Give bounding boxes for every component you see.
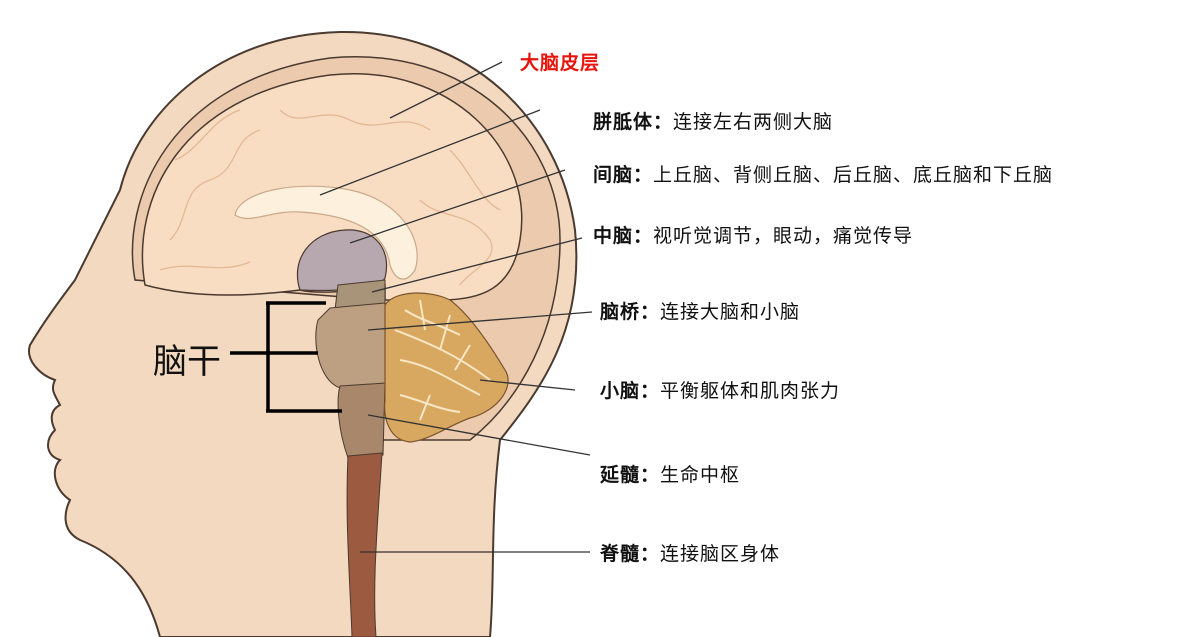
label-name: 脊髓：	[600, 543, 661, 565]
cerebellum-folia	[394, 299, 491, 421]
cerebrum-folds	[159, 109, 501, 286]
label-desc: 连接左右两侧大脑	[673, 111, 834, 133]
label-name: 间脑：	[593, 164, 654, 186]
label-name: 中脑：	[593, 225, 654, 247]
corpus-callosum	[234, 185, 418, 280]
label-desc: 上丘脑、背侧丘脑、后丘脑、底丘脑和下丘脑	[653, 164, 1054, 186]
medulla	[337, 382, 386, 459]
pons	[315, 302, 386, 389]
label-midbrain: 中脑：视听觉调节，眼动，痛觉传导	[593, 221, 913, 248]
label-desc: 连接脑区身体	[660, 543, 781, 565]
label-cerebellum: 小脑：平衡躯体和肌肉张力	[600, 376, 840, 403]
label-name: 胼胝体：	[593, 111, 674, 133]
label-desc: 生命中枢	[660, 464, 741, 486]
label-name: 延髓：	[600, 464, 661, 486]
label-pons: 脑桥：连接大脑和小脑	[600, 297, 800, 324]
label-diencephalon: 间脑：上丘脑、背侧丘脑、后丘脑、底丘脑和下丘脑	[593, 160, 1053, 187]
label-desc: 平衡躯体和肌肉张力	[660, 380, 841, 402]
label-corpus-callosum: 胼胝体：连接左右两侧大脑	[593, 107, 833, 134]
label-desc: 连接大脑和小脑	[660, 301, 801, 323]
label-name: 脑桥：	[600, 301, 661, 323]
label-spinal-cord: 脊髓：连接脑区身体	[600, 539, 780, 566]
cortex-label: 大脑皮层	[520, 52, 601, 74]
leader-lines	[319, 61, 593, 553]
label-name: 小脑：	[600, 380, 661, 402]
label-desc: 视听觉调节，眼动，痛觉传导	[653, 225, 914, 247]
brainstem-label: 脑干	[153, 342, 221, 382]
brainstem-bracket	[230, 301, 342, 413]
spinal-cord	[346, 452, 383, 637]
label-medulla: 延髓：生命中枢	[600, 460, 740, 487]
cerebellum	[384, 292, 509, 443]
